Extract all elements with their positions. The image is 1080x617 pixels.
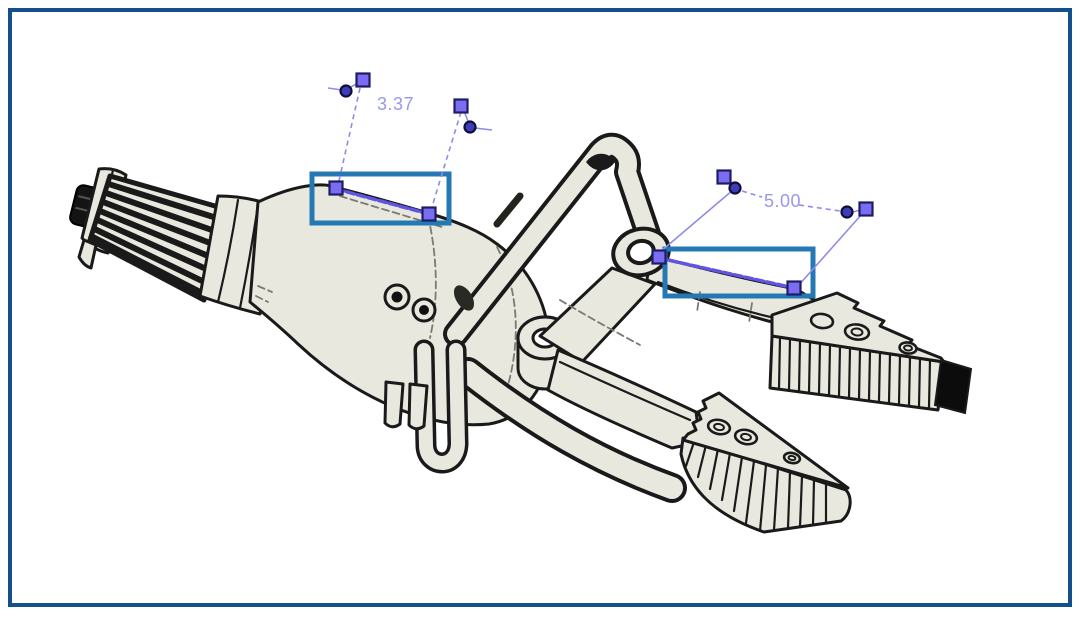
handle-wear-mark [493, 192, 524, 228]
lower-link-arm [453, 357, 687, 503]
extension-line [659, 189, 734, 253]
frame-border [8, 8, 1072, 607]
retainer-clip [77, 238, 98, 270]
dimension-endpoint-handle[interactable] [716, 169, 732, 185]
dimension-endpoint-handle[interactable] [858, 201, 874, 217]
dimension-endpoint-handle[interactable] [355, 72, 371, 88]
extension-line [797, 213, 863, 287]
dimension-leader [327, 82, 493, 131]
carry-handle [443, 132, 663, 347]
dimension-grip-icon[interactable] [339, 84, 353, 98]
dimension-grip-icon[interactable] [728, 181, 742, 195]
dimension-line [741, 190, 841, 212]
dimension-label[interactable]: 3.37 [377, 94, 414, 114]
highlighted-edge-1[interactable] [334, 187, 431, 216]
dimension-endpoint-handle[interactable] [453, 98, 469, 114]
mount-clips [383, 380, 429, 431]
jaw-tip-face [933, 358, 973, 415]
tool-illustration[interactable] [69, 132, 973, 534]
dimension-grip-icon[interactable] [463, 120, 477, 134]
highlighted-edge-2[interactable] [657, 256, 796, 290]
hand-guard-hook [413, 339, 469, 474]
knurled-grip [87, 173, 225, 303]
handle-joint-shadow [453, 285, 475, 311]
dimension-label[interactable]: 5.00 [764, 191, 801, 211]
extension-line [430, 111, 462, 211]
lower-jaw-tip [679, 391, 852, 534]
edge-vertex-handle[interactable] [328, 180, 344, 196]
selection-box-2[interactable] [662, 246, 816, 299]
selection-box-1[interactable] [309, 171, 452, 226]
edge-vertex-handle[interactable] [786, 280, 802, 296]
extension-line [337, 87, 361, 186]
handle-end-cap [586, 153, 615, 171]
link-plate [538, 266, 657, 364]
upper-jaw-tip [768, 291, 973, 415]
dimension-grip-icon[interactable] [840, 205, 854, 219]
dimension-5-00: 5.00 [651, 169, 874, 296]
edge-vertex-handle[interactable] [651, 249, 667, 265]
measurement-overlay: 3.37 5.00 [309, 72, 874, 299]
dimension-3-37: 3.37 [327, 72, 493, 222]
body-buttons [383, 283, 437, 323]
edge-vertex-handle[interactable] [421, 206, 437, 222]
